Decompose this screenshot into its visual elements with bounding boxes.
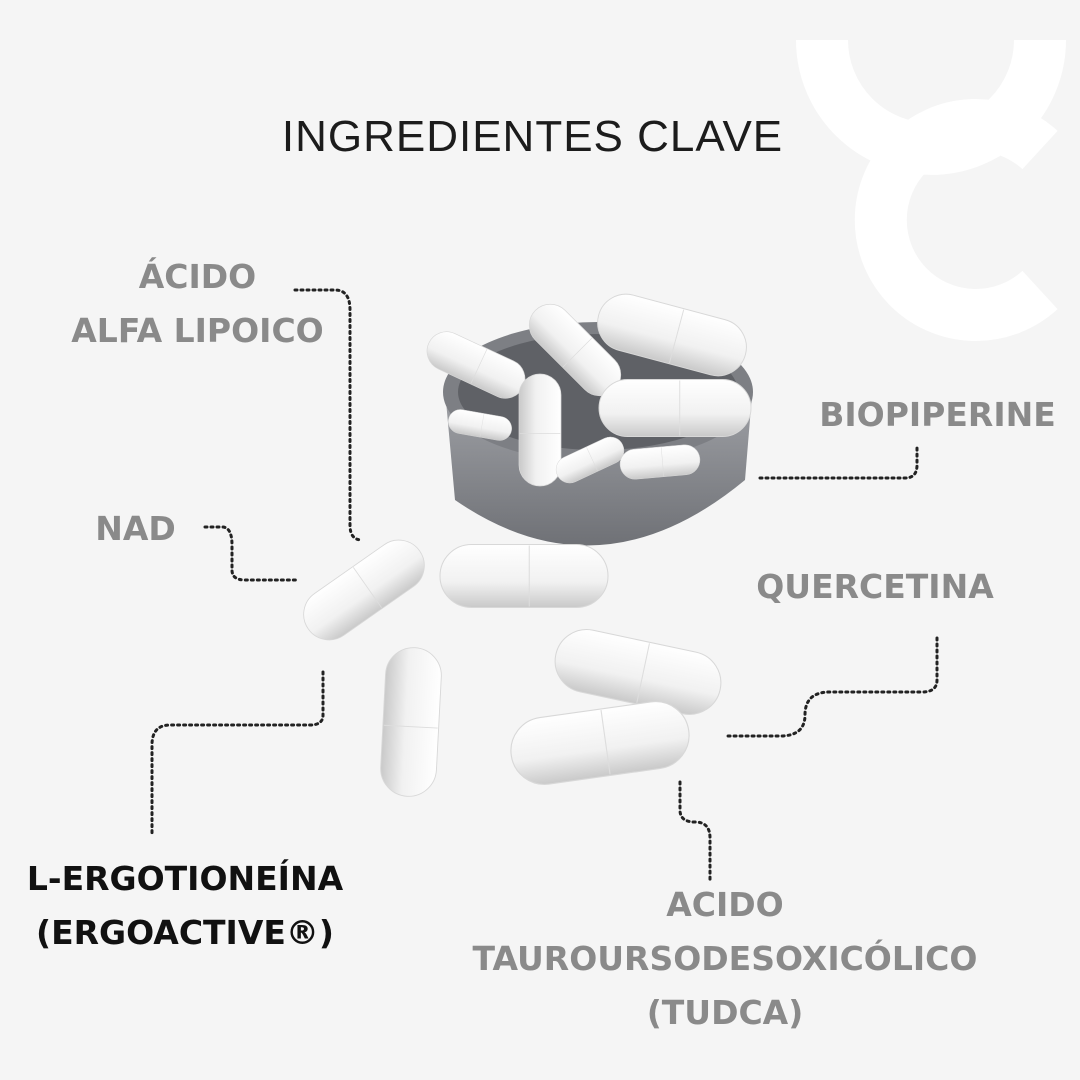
label-quercetina: QUERCETINA [756,567,994,606]
brand-logo [796,39,1066,341]
label-l-ergothioneine: L-ERGOTIONEÍNA (ERGOACTIVE®) [10,852,360,960]
label-line: ÁCIDO [138,257,257,296]
label-line: ACIDO [666,885,784,924]
label-line: (TUDCA) [646,993,804,1032]
label-biopiperine: BIOPIPERINE [819,395,1056,434]
label-nad: NAD [95,509,176,548]
label-alpha-lipoic-acid: ÁCIDO ALFA LIPOICO [40,250,355,358]
label-line: (ERGOACTIVE®) [36,913,334,952]
page-title: INGREDIENTES CLAVE [281,112,784,161]
label-line: TAUROURSODESOXICÓLICO [472,939,978,978]
label-line: L-ERGOTIONEÍNA [26,859,344,898]
label-tudca: ACIDO TAUROURSODESOXICÓLICO (TUDCA) [440,878,1010,1040]
label-line: ALFA LIPOICO [71,311,324,350]
connector-lines [150,288,939,882]
